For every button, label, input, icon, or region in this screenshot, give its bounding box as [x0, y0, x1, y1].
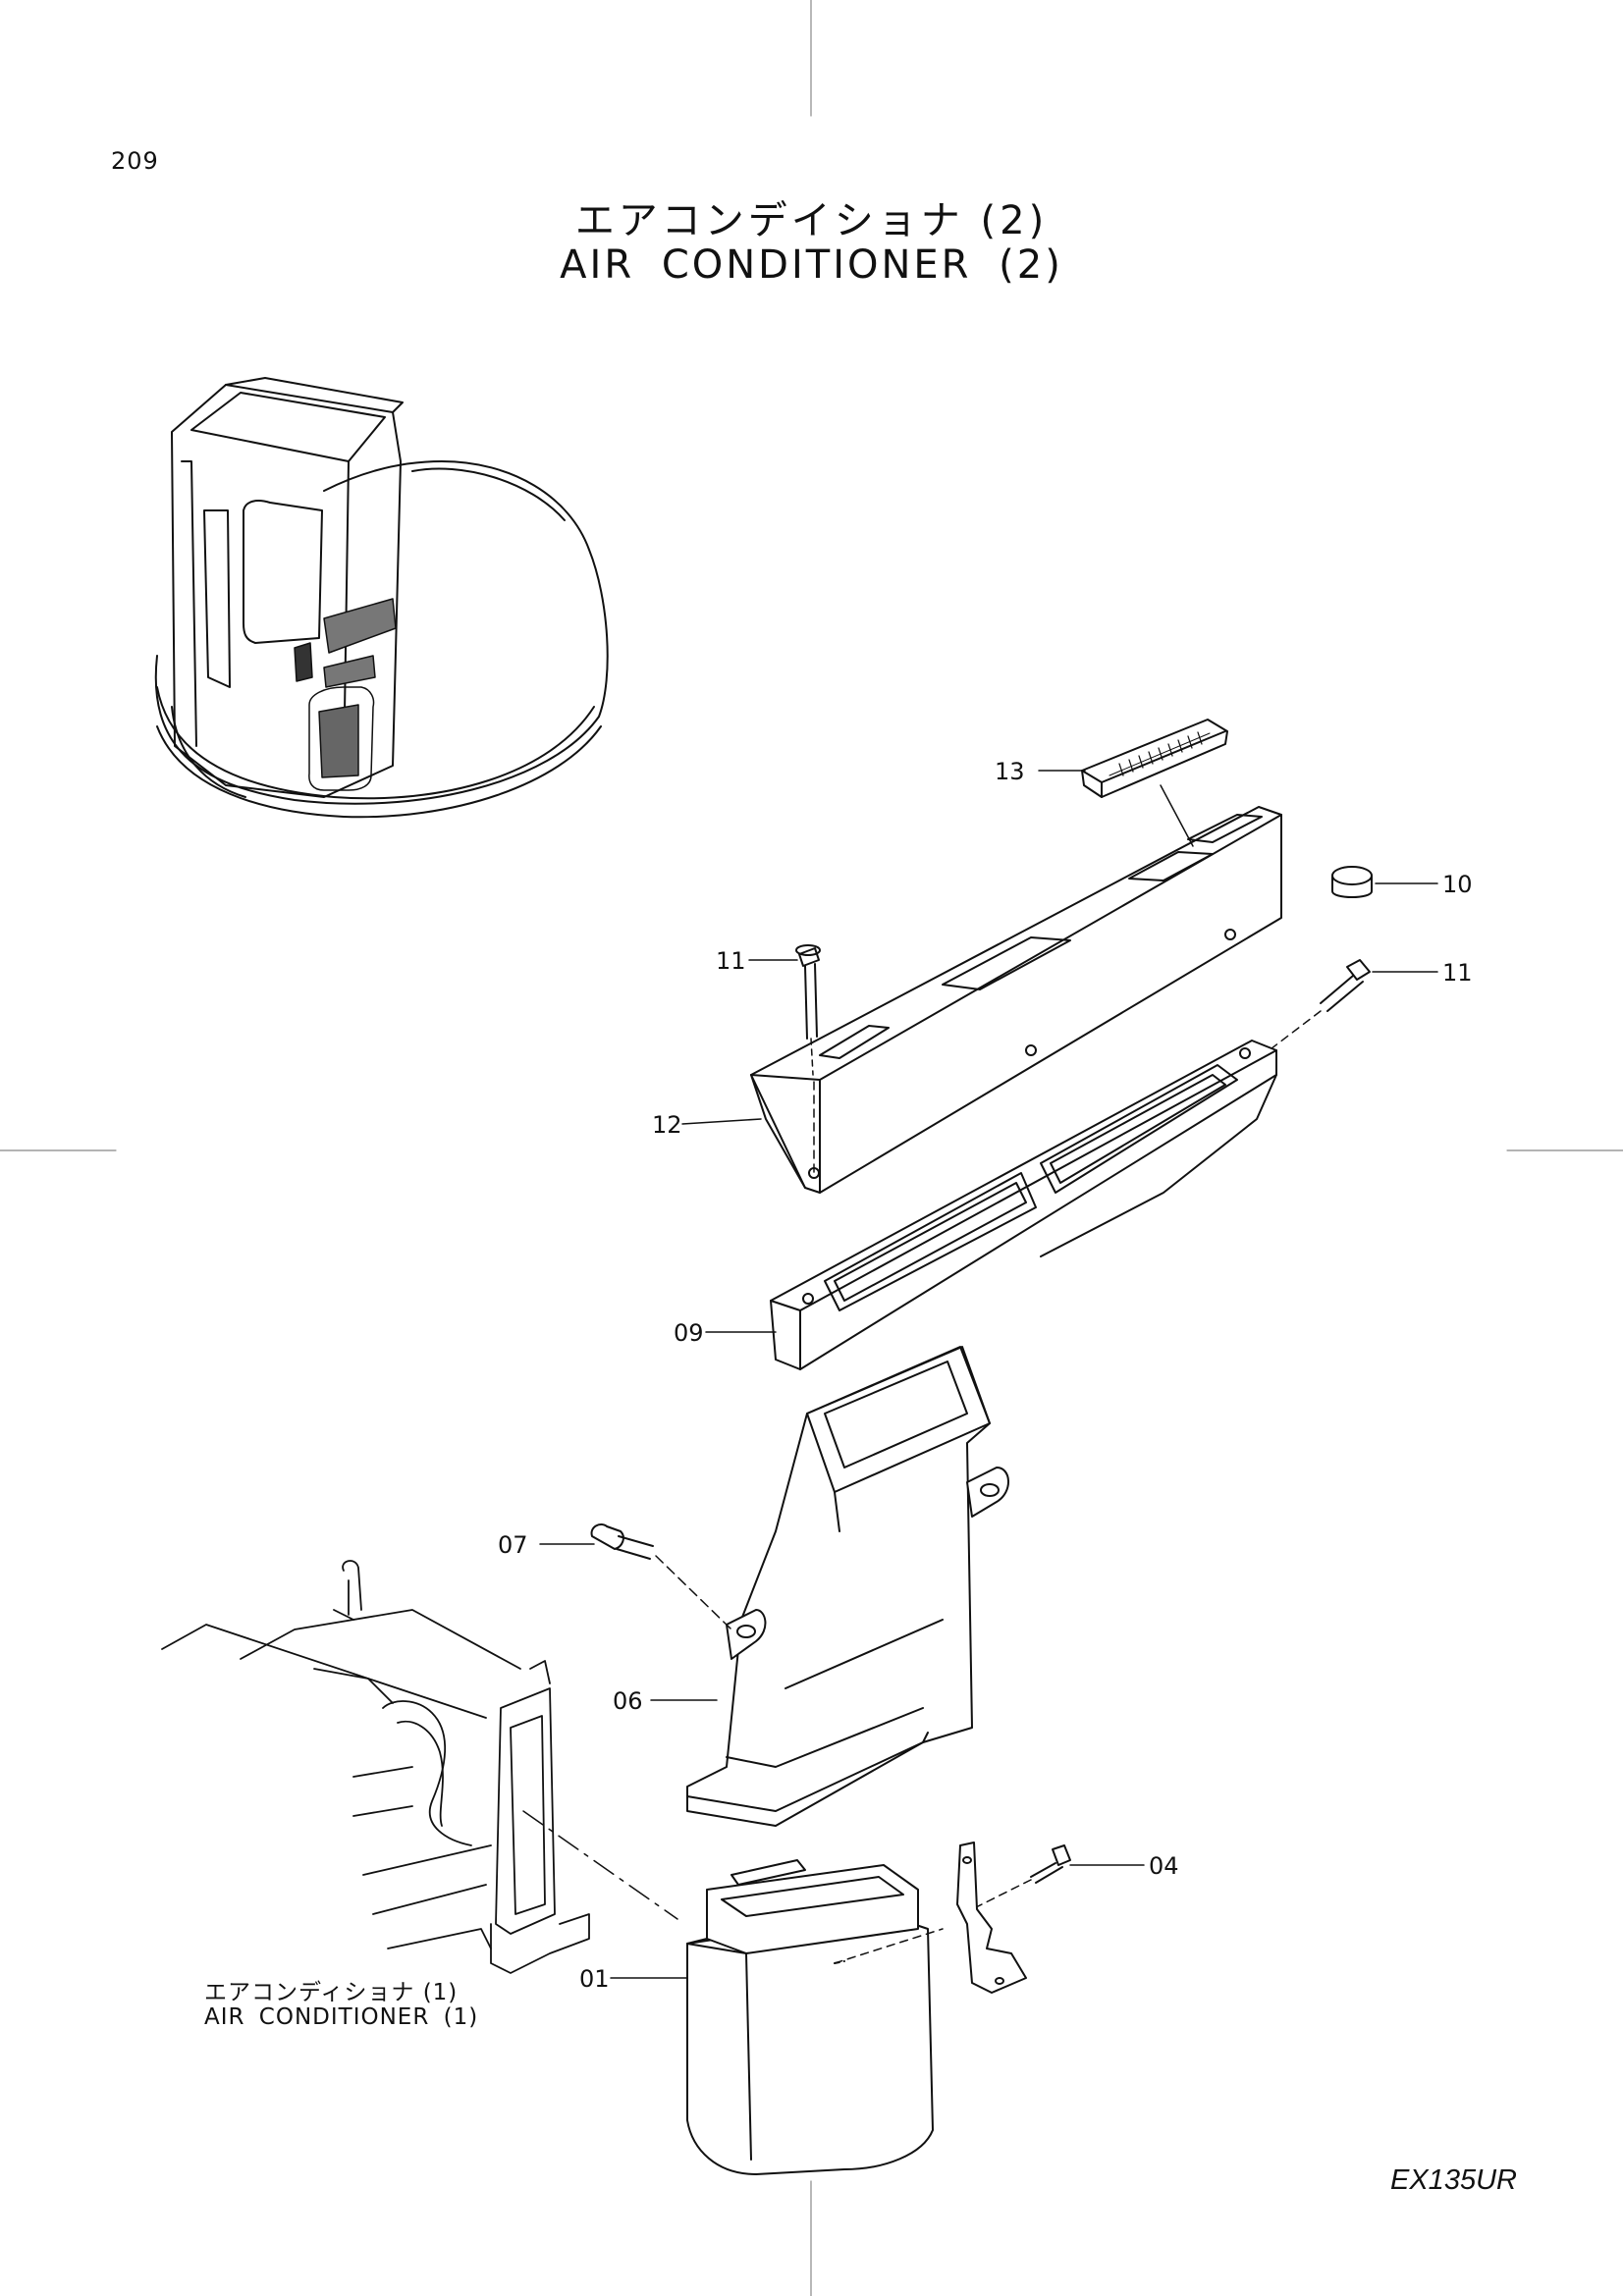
part-13-filter — [1081, 719, 1228, 798]
part-09-vent — [770, 1040, 1277, 1370]
callout-11-right: 11 — [1442, 959, 1473, 987]
callout-09: 09 — [674, 1319, 704, 1347]
callout-12: 12 — [652, 1111, 682, 1139]
callout-11-left: 11 — [716, 947, 746, 975]
part-06-duct — [686, 1346, 1009, 1827]
highlight-duct — [294, 598, 397, 791]
reference-label-english: AIR CONDITIONER (1) — [204, 2004, 479, 2030]
page-title-english: AIR CONDITIONER (2) — [560, 242, 1063, 288]
callout-04: 04 — [1149, 1852, 1179, 1880]
page-number: 209 — [111, 147, 159, 175]
callout-06: 06 — [613, 1687, 643, 1715]
callout-13: 13 — [995, 758, 1025, 785]
reference-label-japanese: エアコンディショナ (1) — [204, 1980, 459, 2005]
part-01-duct — [686, 1859, 944, 2175]
leader-lines — [539, 770, 1438, 1979]
excavator-location-thumbnail — [154, 377, 609, 819]
part-12-duct-cover — [750, 806, 1282, 1194]
part-04-bolt — [971, 1844, 1071, 1910]
part-11-screw-right — [1258, 959, 1371, 1059]
model-code: EX135UR — [1390, 2164, 1517, 2196]
air-conditioner-unit-reference — [161, 1560, 678, 1974]
part-10-plug — [1331, 866, 1373, 898]
page-title-japanese: エアコンデイショナ (2) — [574, 198, 1049, 243]
part-07-bolt — [590, 1523, 732, 1630]
callout-10: 10 — [1442, 871, 1473, 898]
bracket-right — [956, 1842, 1027, 1994]
callout-01: 01 — [579, 1965, 610, 1993]
callout-07: 07 — [498, 1531, 528, 1559]
part-11-screw-left — [795, 944, 821, 1076]
